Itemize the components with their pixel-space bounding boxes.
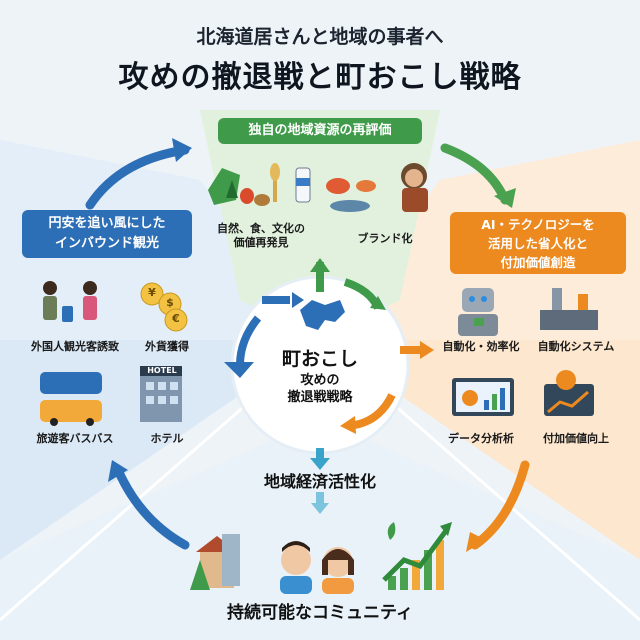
- nature-food-icons: [208, 163, 311, 206]
- top-item-nature-food: 自然、食、文化の 価値再発見: [217, 222, 305, 249]
- euro-icon: €: [172, 312, 180, 325]
- yen-icon: ¥: [148, 286, 156, 299]
- center-title: 町おこし: [281, 348, 358, 370]
- left-item-hotel: ホテル: [150, 432, 184, 445]
- town-buildings-icon: [190, 534, 240, 590]
- right-item-automation-system: 自動化システム: [537, 340, 615, 353]
- growth-chart-icon: [382, 522, 452, 590]
- hokkaido-map-icon: [300, 300, 345, 330]
- inner-arrow-green: [310, 258, 386, 310]
- top-item-brand: ブランド化: [357, 232, 413, 245]
- robot-icon: [458, 288, 498, 336]
- brand-icons: [326, 163, 428, 212]
- top-section-heading: 独自の地域資源の再評価: [218, 118, 422, 144]
- bus-icon: [40, 372, 102, 426]
- right-item-value-add: 付加価値向上: [543, 432, 609, 445]
- outer-arrow-blue-up: [85, 138, 192, 210]
- right-item-automation: 自動化・効率化: [442, 340, 520, 353]
- right-section-heading: AI・テクノロジーを 活用した省人化と 付加価値創造: [450, 212, 626, 274]
- outer-arrow-green: [440, 143, 516, 208]
- tourists-icon: [43, 281, 97, 322]
- center-subtitle: 攻めの 撤退戦戦略: [287, 373, 353, 405]
- currency-exchange-icon: [140, 282, 188, 332]
- automation-system-icon: [540, 288, 598, 330]
- community-label: 持続可能なコミュニティ: [227, 603, 413, 623]
- economy-label: 地域経済活性化: [263, 472, 376, 491]
- people-icon: [280, 541, 354, 594]
- hotel-sign: HOTEL: [147, 366, 177, 375]
- left-item-tourists: 外国人観光客誘致: [31, 340, 119, 353]
- right-item-data-analysis: データ分析析: [448, 432, 514, 445]
- dollar-icon: $: [166, 296, 174, 309]
- outer-arrow-orange-down: [466, 460, 530, 552]
- hotel-icon: [140, 366, 182, 422]
- header-title: 攻めの撤退戦と町おこし戦略: [118, 60, 522, 95]
- value-growth-icon: [544, 370, 594, 416]
- data-analysis-icon: [452, 378, 514, 416]
- inner-arrow-blue-left: [224, 292, 304, 378]
- inner-arrow-teal-down: [310, 448, 330, 514]
- outer-arrow-blue-left: [108, 460, 190, 550]
- left-section-heading: 円安を追い風にした インバウンド観光: [22, 210, 192, 258]
- left-item-bus: 旅遊客バスバス: [36, 432, 114, 445]
- inner-arrow-orange: [340, 341, 434, 434]
- header-subtitle: 北海道居さんと地域の事者へ: [196, 26, 444, 48]
- left-item-currency: 外貨獲得: [145, 340, 189, 353]
